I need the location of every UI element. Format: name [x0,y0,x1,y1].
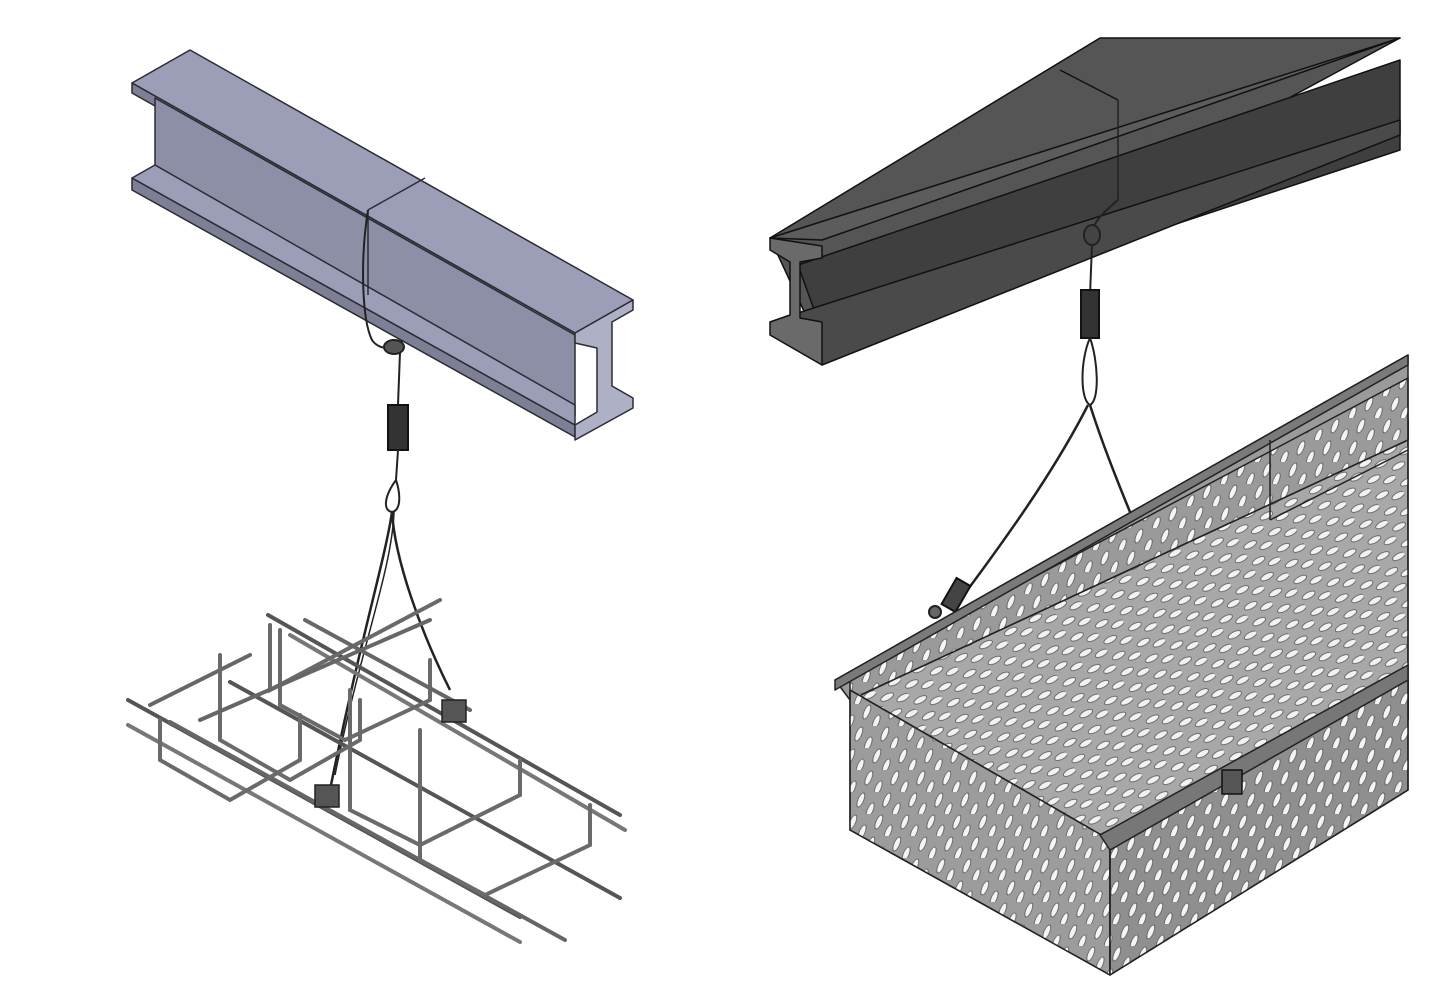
left-panel [126,49,634,944]
wire-mesh-tray [126,598,627,944]
wire-rope-left [328,209,452,791]
right-panel [769,37,1409,976]
perforated-cable-tray [834,354,1409,976]
i-beam-left [131,49,634,441]
i-beam-right [769,37,1401,366]
